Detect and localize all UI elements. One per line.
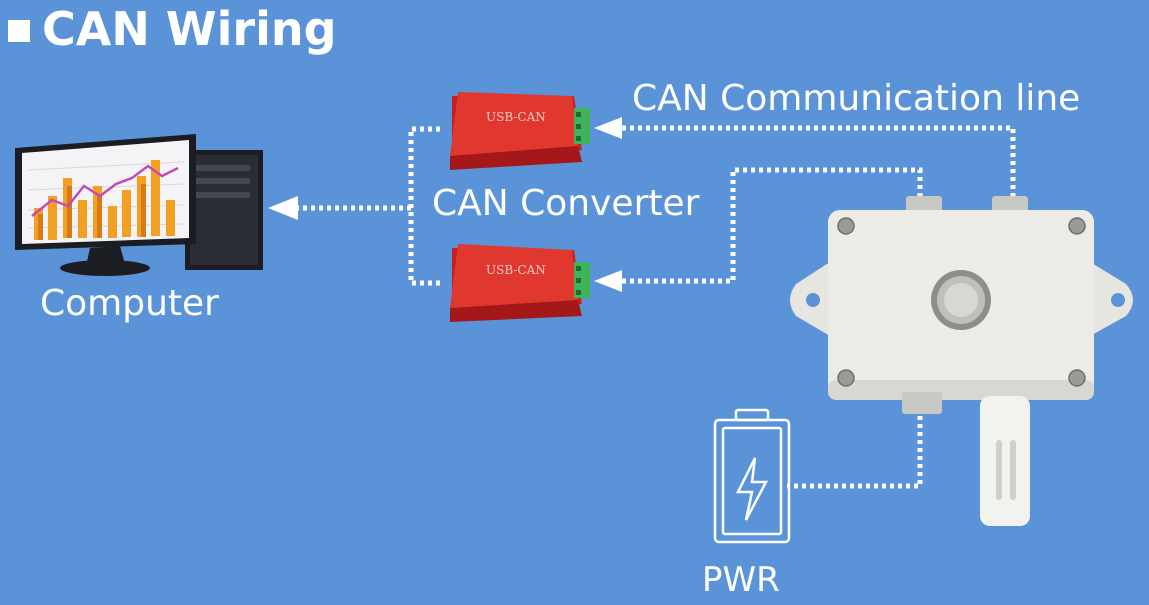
computer-icon bbox=[15, 134, 263, 276]
comm-line-top bbox=[622, 125, 1016, 205]
power-label: PWR bbox=[702, 560, 780, 600]
sensor-probe bbox=[980, 396, 1030, 526]
converter-top-text: USB-CAN bbox=[486, 110, 546, 124]
comm-line-bottom bbox=[620, 167, 923, 284]
converter-label: CAN Converter bbox=[432, 183, 700, 224]
wiring-lines bbox=[298, 125, 1016, 489]
monitor-chart-line bbox=[31, 164, 179, 217]
title-text: CAN Wiring bbox=[42, 2, 337, 56]
lightning-icon bbox=[735, 457, 769, 521]
arrow-to-computer bbox=[268, 196, 298, 220]
diagram-title: CAN Wiring bbox=[8, 2, 337, 56]
battery-icon bbox=[713, 408, 791, 544]
power-line bbox=[787, 408, 923, 489]
computer-label: Computer bbox=[40, 283, 219, 324]
arrow-to-converter-top bbox=[594, 117, 622, 139]
converter-bottom-text: USB-CAN bbox=[486, 263, 546, 277]
arrowheads bbox=[268, 117, 622, 292]
title-bullet bbox=[8, 20, 30, 42]
can-converter-top: USB-CAN bbox=[450, 92, 590, 170]
sensor-device bbox=[790, 196, 1133, 526]
can-converter-bottom: USB-CAN bbox=[450, 244, 590, 322]
communication-line-label: CAN Communication line bbox=[632, 78, 1081, 119]
arrow-to-converter-bottom bbox=[594, 270, 622, 292]
